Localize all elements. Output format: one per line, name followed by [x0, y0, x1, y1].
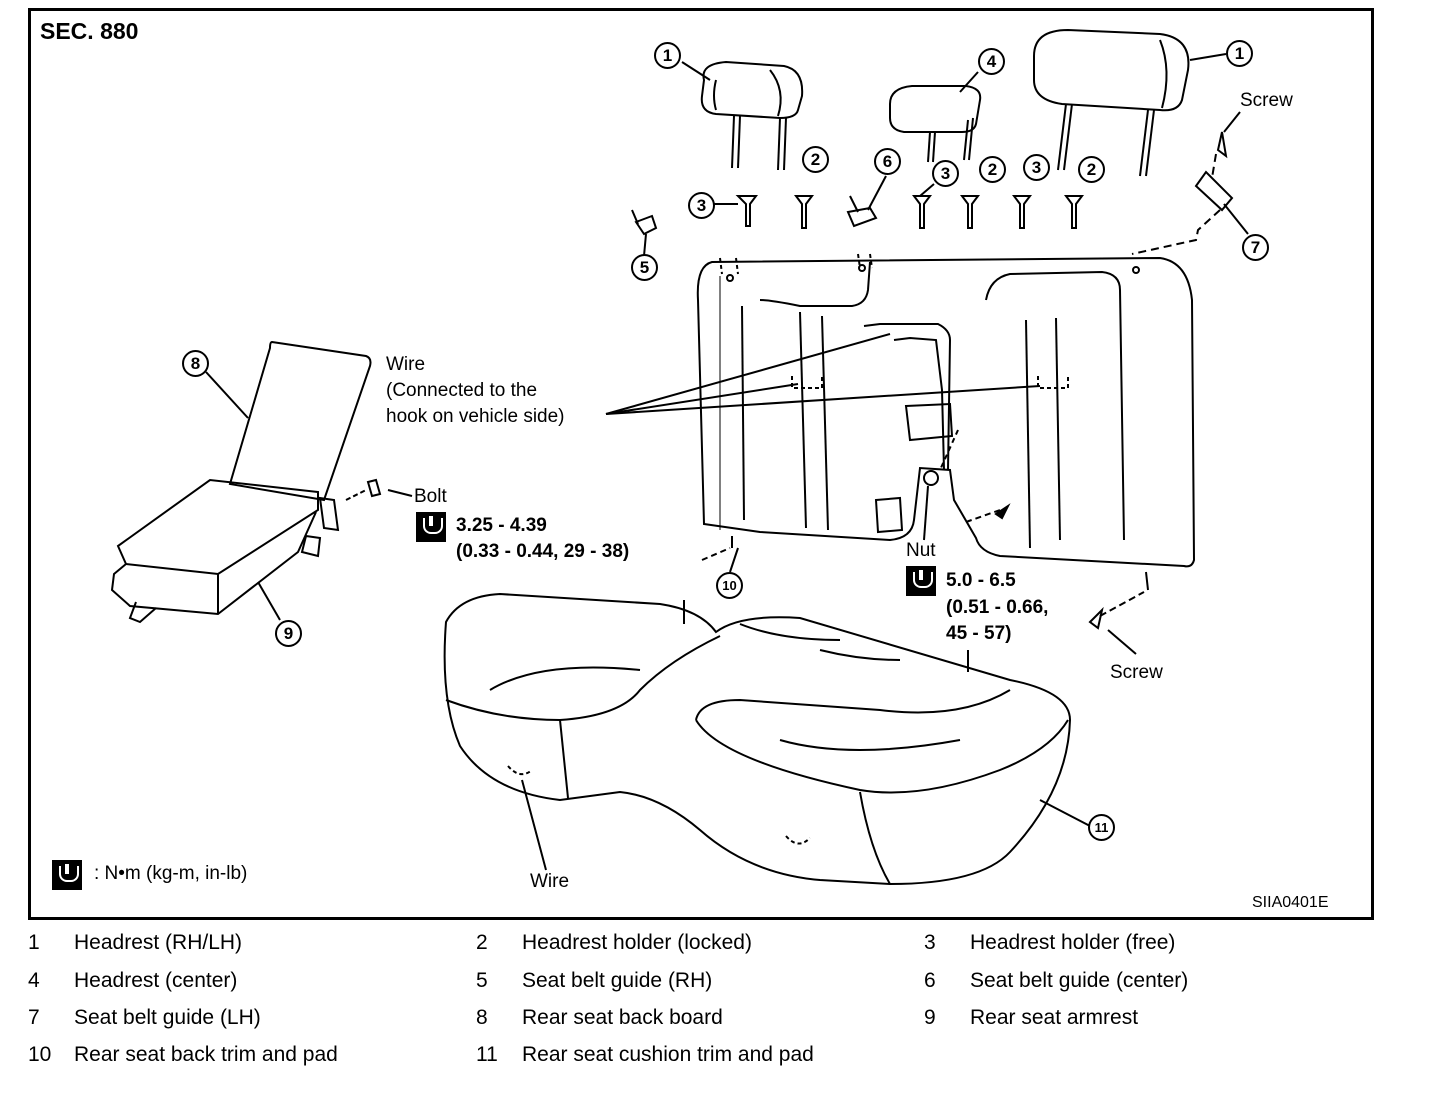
callout-5: 5: [631, 254, 658, 281]
callout-7: 7: [1242, 234, 1269, 261]
figure-code: SIIA0401E: [1252, 894, 1329, 911]
callout-3-c: 3: [1023, 154, 1050, 181]
callout-8: 8: [182, 350, 209, 377]
callout-4: 4: [978, 48, 1005, 75]
callout-11: 11: [1088, 814, 1115, 841]
wire-label-line3: hook on vehicle side): [386, 406, 565, 427]
bolt-torque-alt: (0.33 - 0.44, 29 - 38): [456, 541, 630, 562]
unit-legend: : N•m (kg-m, in-lb): [94, 863, 248, 884]
callout-6: 6: [874, 148, 901, 175]
wire-label-bottom: Wire: [530, 871, 570, 892]
rear-seat-armrest: [110, 478, 340, 624]
rear-seat-cushion: [443, 592, 1091, 886]
bolt-torque-value: 3.25 - 4.39: [456, 515, 547, 536]
callout-2-a: 2: [802, 146, 829, 173]
nut-torque-value: 5.0 - 6.5: [946, 570, 1016, 591]
nut-torque-alt-line1: (0.51 - 0.66,: [946, 597, 1049, 618]
screw-icon: [1216, 131, 1228, 159]
callout-10: 10: [716, 572, 743, 599]
headrest-rh: [700, 60, 804, 171]
screw-bottom-icon: [1088, 606, 1104, 630]
wire-label-line2: (Connected to the: [386, 380, 538, 401]
wire-label-line1: Wire: [386, 354, 426, 375]
nut-icon: [923, 470, 939, 486]
headrest-center: [889, 85, 982, 163]
rear-seat-back: [696, 253, 1196, 591]
callout-3-b: 3: [932, 160, 959, 187]
bolt-icon: [345, 478, 413, 501]
seat-belt-guide-lh: [1194, 170, 1234, 212]
section-title: SEC. 880: [40, 18, 139, 44]
headrest-holders: [735, 195, 1084, 229]
callout-2-c: 2: [1078, 156, 1105, 183]
torque-wrench-icon: [52, 860, 82, 890]
torque-wrench-icon: [416, 512, 446, 542]
screw-label-bottom: Screw: [1110, 662, 1163, 683]
callout-3-a: 3: [688, 192, 715, 219]
callout-2-b: 2: [979, 156, 1006, 183]
callout-1-left: 1: [654, 42, 681, 69]
screw-label-top: Screw: [1240, 90, 1293, 111]
seat-belt-guide-center: [846, 195, 878, 228]
torque-wrench-icon: [906, 566, 936, 596]
nut-label: Nut: [906, 540, 936, 561]
diagram-frame: [28, 8, 1374, 920]
rear-seat-back-board: [205, 340, 372, 502]
bolt-label: Bolt: [414, 486, 447, 507]
exploded-view-drawing: [110, 28, 1249, 886]
headrest-lh: [1033, 28, 1190, 177]
nut-torque-alt-line2: 45 - 57): [946, 623, 1012, 644]
callout-1-right: 1: [1226, 40, 1253, 67]
callout-9: 9: [275, 620, 302, 647]
seat-belt-guide-rh: [631, 209, 658, 236]
